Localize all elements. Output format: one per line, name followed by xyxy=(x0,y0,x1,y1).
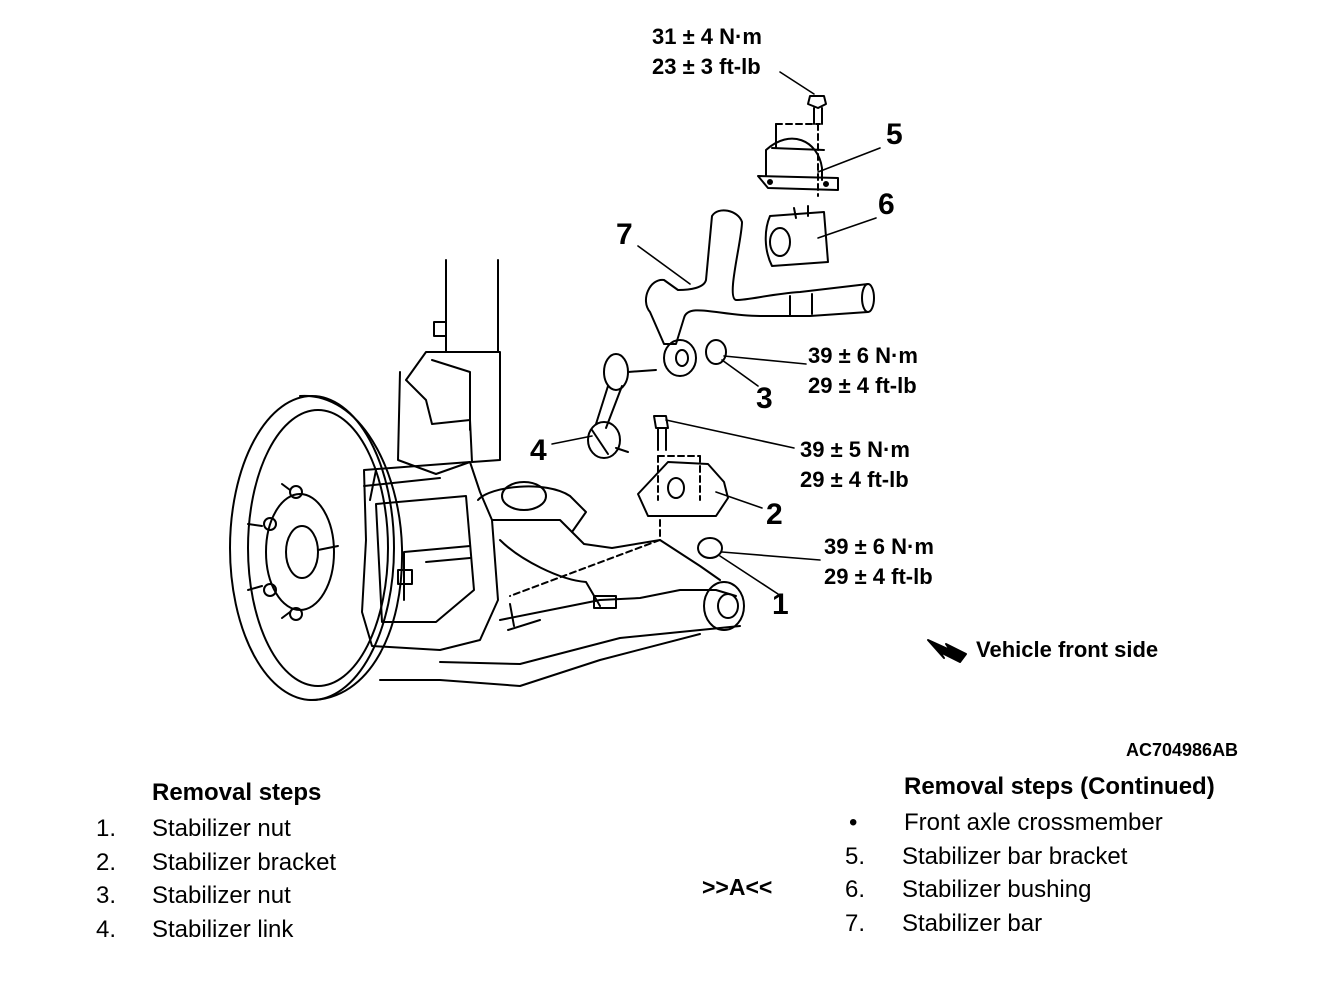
list-item: 3. Stabilizer nut xyxy=(96,882,456,916)
list-item: 6. Stabilizer bushing xyxy=(845,876,1285,910)
step-text: Stabilizer bar bracket xyxy=(902,842,1128,870)
torque-metric: 39 ± 6 N·m xyxy=(808,343,918,368)
torque-spec-nut-1: 39 ± 6 N·m 29 ± 4 ft-lb xyxy=(824,532,934,592)
removal-steps-title: Removal steps xyxy=(152,779,322,806)
vehicle-front-label: Vehicle front side xyxy=(976,637,1159,662)
callout-4: 4 xyxy=(530,434,547,467)
removal-steps-continued-list: Removal steps (Continued) • Front axle c… xyxy=(845,773,1285,943)
step-number: 6. xyxy=(845,876,866,903)
torque-metric: 31 ± 4 N·m xyxy=(652,24,762,49)
strut-assembly xyxy=(397,259,501,475)
list-item: • Front axle crossmember xyxy=(845,809,1285,843)
torque-imperial: 29 ± 4 ft-lb xyxy=(824,564,933,589)
torque-imperial: 29 ± 4 ft-lb xyxy=(800,467,909,492)
service-note-ref: >>A<< xyxy=(702,874,773,900)
step-bullet: • xyxy=(849,809,858,836)
step-text: Stabilizer bushing xyxy=(902,876,1092,903)
brake-caliper xyxy=(361,461,499,651)
list-item: 2. Stabilizer bracket xyxy=(96,849,456,883)
stabilizer-link xyxy=(587,353,657,459)
step-text: Stabilizer bracket xyxy=(152,848,337,876)
step-number: 7. xyxy=(845,909,866,937)
step-text: Stabilizer link xyxy=(152,915,294,943)
step-number: 4. xyxy=(96,915,117,943)
list-item: 7. Stabilizer bar xyxy=(845,910,1285,944)
step-number: 1. xyxy=(96,815,117,842)
removal-steps-continued-title: Removal steps (Continued) xyxy=(904,773,1215,800)
torque-imperial: 23 ± 3 ft-lb xyxy=(652,54,761,79)
step-number: 2. xyxy=(96,848,117,876)
torque-spec-nut-3: 39 ± 6 N·m 29 ± 4 ft-lb xyxy=(808,341,918,401)
callout-5: 5 xyxy=(886,118,903,151)
step-text: Stabilizer bar xyxy=(902,909,1043,937)
list-item: 1. Stabilizer nut xyxy=(96,815,456,849)
torque-metric: 39 ± 5 N·m xyxy=(800,437,910,462)
brake-disc xyxy=(229,394,404,701)
step-number: 3. xyxy=(96,882,117,909)
torque-spec-bracket-bolt: 31 ± 4 N·m 23 ± 3 ft-lb xyxy=(652,22,762,82)
removal-steps-list: Removal steps 1. Stabilizer nut 2. Stabi… xyxy=(96,779,456,949)
callout-6: 6 xyxy=(878,188,895,221)
lower-arm xyxy=(379,481,745,687)
list-item: 4. Stabilizer link xyxy=(96,916,456,950)
stabilizer-nut-upper xyxy=(705,339,727,365)
bracket-bolt xyxy=(807,95,827,197)
stabilizer-bracket xyxy=(637,415,729,517)
stabilizer-bushing xyxy=(764,205,829,267)
step-text: Stabilizer nut xyxy=(152,815,291,842)
wheel-studs xyxy=(247,483,339,621)
stabilizer-bar xyxy=(645,209,875,377)
torque-spec-bracket-2-bolt: 39 ± 5 N·m 29 ± 4 ft-lb xyxy=(800,435,910,495)
callout-2: 2 xyxy=(766,498,783,531)
leader-lines xyxy=(551,71,881,595)
vehicle-front-arrow-icon xyxy=(927,639,967,663)
callout-7: 7 xyxy=(616,218,633,251)
stabilizer-bar-bracket xyxy=(757,123,839,191)
torque-imperial: 29 ± 4 ft-lb xyxy=(808,373,917,398)
step-text: Stabilizer nut xyxy=(152,882,291,909)
figure-id: AC704986AB xyxy=(1126,740,1239,760)
list-item: 5. Stabilizer bar bracket xyxy=(845,843,1285,877)
callout-1: 1 xyxy=(772,588,789,621)
stabilizer-nut-lower xyxy=(509,519,723,597)
step-text: Front axle crossmember xyxy=(904,809,1163,836)
callout-3: 3 xyxy=(756,382,773,415)
torque-metric: 39 ± 6 N·m xyxy=(824,534,934,559)
step-number: 5. xyxy=(845,842,866,870)
